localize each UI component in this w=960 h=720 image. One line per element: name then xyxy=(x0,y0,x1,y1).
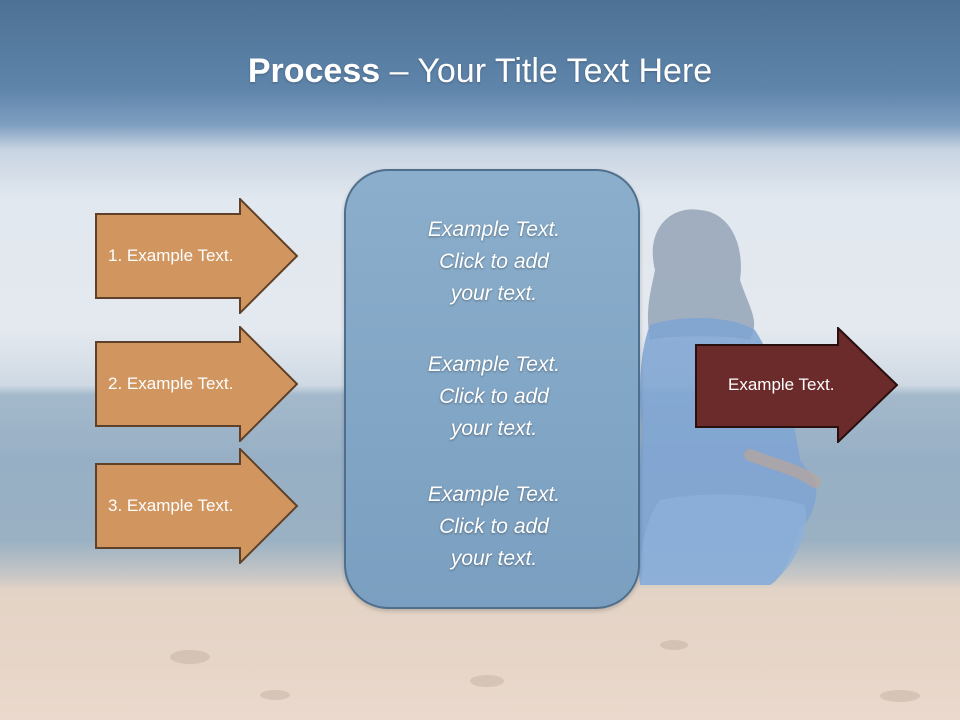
sand-footprint xyxy=(170,650,210,664)
center-paragraph-1: Example Text. Click to add your text. xyxy=(346,214,642,310)
arrow-right-shape xyxy=(95,326,299,442)
output-arrow-label: Example Text. xyxy=(728,375,835,394)
center-paragraph-2: Example Text. Click to add your text. xyxy=(346,349,642,445)
process-arrow-2[interactable]: 2. Example Text. xyxy=(95,326,299,442)
arrow-right-shape xyxy=(95,198,299,314)
paragraph-line: Example Text. xyxy=(427,353,561,376)
paragraph-line: Click to add xyxy=(439,515,549,538)
paragraph-line: your text. xyxy=(450,282,538,305)
slide-title[interactable]: Process – Your Title Text Here xyxy=(0,52,960,91)
paragraph-line: your text. xyxy=(450,417,538,440)
paragraph-line: Example Text. xyxy=(427,483,561,506)
process-arrow-label: 3. Example Text. xyxy=(108,496,234,515)
title-bold-word: Process xyxy=(247,52,381,90)
process-arrow-label: 2. Example Text. xyxy=(108,374,234,393)
sand-footprint xyxy=(260,690,290,700)
paragraph-line: Example Text. xyxy=(427,218,561,241)
process-arrow-label: 1. Example Text. xyxy=(108,246,234,265)
arrow-right-shape xyxy=(95,448,299,564)
paragraph-line: Click to add xyxy=(439,385,549,408)
paragraph-line: Click to add xyxy=(439,250,549,273)
sand-footprint xyxy=(470,675,504,687)
output-arrow[interactable]: Example Text. xyxy=(695,327,899,443)
process-arrow-3[interactable]: 3. Example Text. xyxy=(95,448,299,564)
sand-footprint xyxy=(880,690,920,702)
process-arrow-1[interactable]: 1. Example Text. xyxy=(95,198,299,314)
title-rest: – Your Title Text Here xyxy=(380,52,713,90)
sand-footprint xyxy=(660,640,688,650)
arrow-right-shape xyxy=(695,327,899,443)
center-paragraph-3: Example Text. Click to add your text. xyxy=(346,479,642,575)
paragraph-line: your text. xyxy=(450,547,538,570)
center-text-box[interactable]: Example Text. Click to add your text. Ex… xyxy=(344,169,640,609)
